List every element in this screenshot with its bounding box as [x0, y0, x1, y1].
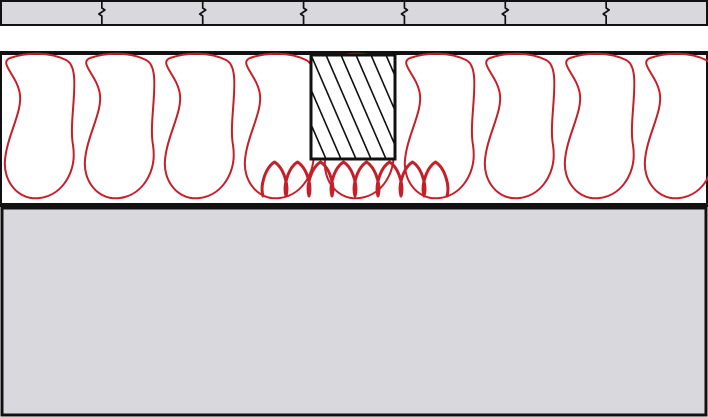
insulation-loop — [243, 52, 316, 200]
insulation-loop — [483, 52, 556, 200]
insulation-loop — [83, 52, 156, 200]
insulation-loop — [643, 52, 708, 200]
stud-hatch-line — [311, 55, 357, 159]
stud-hatch-line — [325, 55, 372, 159]
insulation-loop — [3, 52, 76, 200]
top-board-joint — [400, 1, 409, 25]
insulation-loop — [403, 52, 476, 200]
stud-hatch-line — [340, 55, 387, 159]
stud-hatch-line — [311, 122, 327, 159]
top-board-joint — [98, 1, 106, 25]
top-board-joints — [98, 1, 610, 25]
stud-hatch-line — [370, 55, 395, 113]
stud-hatch — [251, 55, 491, 159]
insulation-loop — [163, 52, 236, 200]
stud-hatch-line — [446, 55, 491, 159]
insulation-loops — [3, 52, 708, 200]
top-board-joint — [299, 1, 308, 25]
stud-hatch-line — [385, 55, 395, 78]
bottom-slab — [0, 206, 708, 417]
top-board-joint — [501, 1, 510, 25]
compressed-insulation — [260, 160, 450, 198]
top-board-joint — [602, 1, 610, 25]
stud-hatch-line — [311, 87, 342, 159]
stud — [251, 53, 491, 161]
stud-hatch-line — [355, 55, 395, 148]
stud-hatch-line — [311, 156, 312, 159]
stud-hatch-line — [431, 55, 476, 159]
top-board-joint — [198, 1, 207, 25]
stud-hatch-line — [416, 55, 461, 159]
stud-hatch-line — [251, 55, 296, 159]
top-board — [0, 0, 708, 26]
insulation-loop — [563, 52, 636, 200]
